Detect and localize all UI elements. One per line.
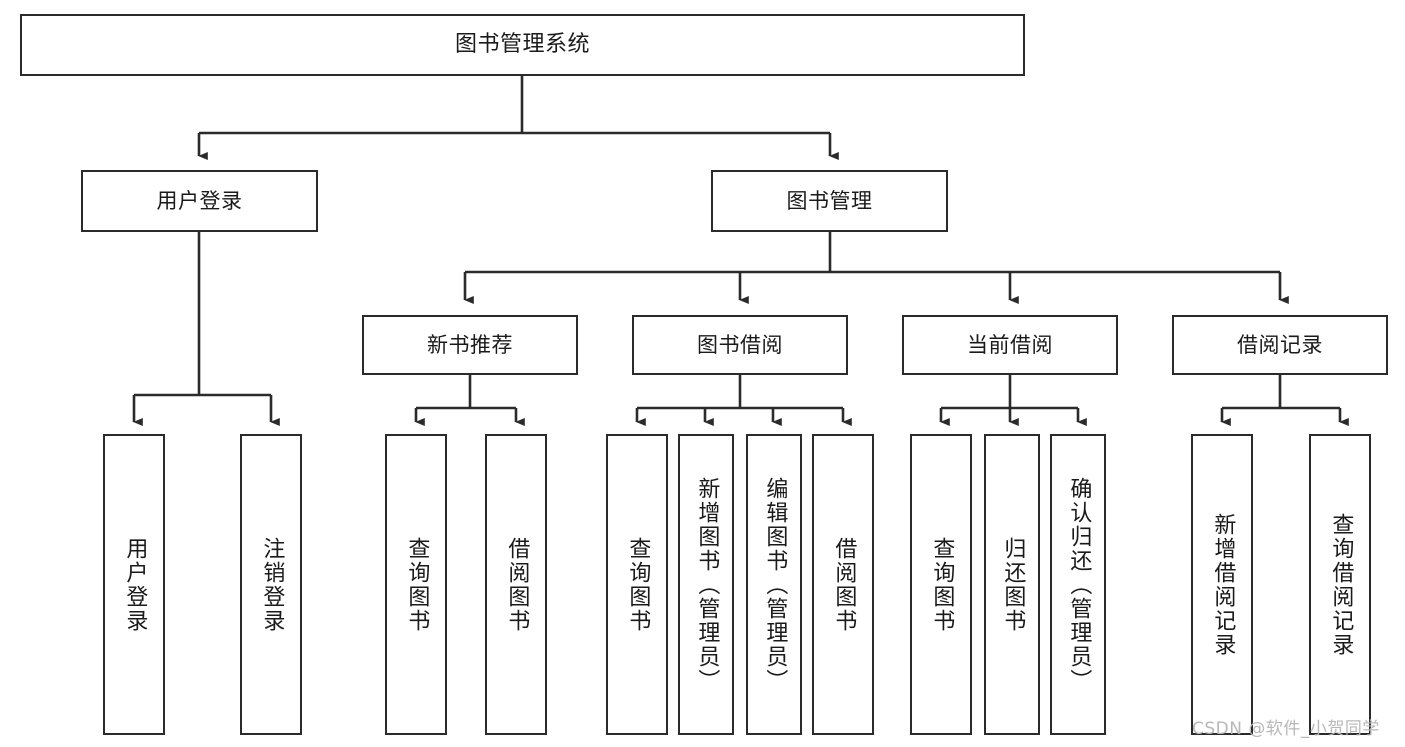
node-root-system[interactable]: 图书管理系统 (20, 14, 1025, 76)
node-label: 确认归还（管理员） (1066, 476, 1092, 693)
leaf-borrow-add-book-admin[interactable]: 新增图书（管理员） (678, 434, 734, 735)
leaf-borrow-query-book[interactable]: 查询图书 (606, 434, 668, 735)
leaf-borrow-edit-book-admin[interactable]: 编辑图书（管理员） (746, 434, 802, 735)
node-label: 注销登录 (259, 536, 285, 633)
node-label: 查询图书 (929, 536, 955, 633)
node-label: 新书推荐 (427, 332, 513, 357)
csdn-watermark: CSDN @软件_小贺同学 (1192, 719, 1380, 739)
leaf-current-confirm-return-admin[interactable]: 确认归还（管理员） (1050, 434, 1106, 735)
node-label: 用户登录 (122, 536, 148, 633)
leaf-record-add-record[interactable]: 新增借阅记录 (1191, 434, 1253, 735)
leaf-recommend-query-book[interactable]: 查询图书 (385, 434, 447, 735)
leaf-current-return-book[interactable]: 归还图书 (984, 434, 1040, 735)
node-book-management[interactable]: 图书管理 (711, 170, 948, 232)
node-current-borrow[interactable]: 当前借阅 (902, 315, 1118, 375)
node-label: 查询借阅记录 (1328, 512, 1354, 657)
node-label: 借阅图书 (504, 536, 530, 633)
node-label: 编辑图书（管理员） (762, 476, 788, 693)
node-label: 当前借阅 (967, 332, 1053, 357)
leaf-record-query-record[interactable]: 查询借阅记录 (1309, 434, 1371, 735)
leaf-user-login-signout[interactable]: 注销登录 (240, 434, 302, 735)
node-label: 图书管理系统 (454, 32, 590, 58)
node-book-borrow[interactable]: 图书借阅 (632, 315, 848, 375)
node-label: 借阅图书 (831, 536, 857, 633)
node-new-book-recommend[interactable]: 新书推荐 (362, 315, 578, 375)
node-label: 图书管理 (786, 188, 873, 213)
node-label: 新增图书（管理员） (694, 476, 720, 693)
node-label: 查询图书 (404, 536, 430, 633)
leaf-current-query-book[interactable]: 查询图书 (910, 434, 972, 735)
node-label: 查询图书 (625, 536, 651, 633)
leaf-recommend-borrow-book[interactable]: 借阅图书 (485, 434, 547, 735)
node-label: 归还图书 (1000, 536, 1026, 633)
node-label: 新增借阅记录 (1210, 512, 1236, 657)
node-label: 图书借阅 (697, 332, 783, 357)
node-user-login[interactable]: 用户登录 (81, 170, 318, 232)
node-label: 借阅记录 (1237, 332, 1323, 357)
node-borrow-record[interactable]: 借阅记录 (1172, 315, 1388, 375)
node-label: 用户登录 (156, 188, 243, 213)
leaf-user-login-signin[interactable]: 用户登录 (103, 434, 165, 735)
leaf-borrow-borrow-book[interactable]: 借阅图书 (812, 434, 874, 735)
